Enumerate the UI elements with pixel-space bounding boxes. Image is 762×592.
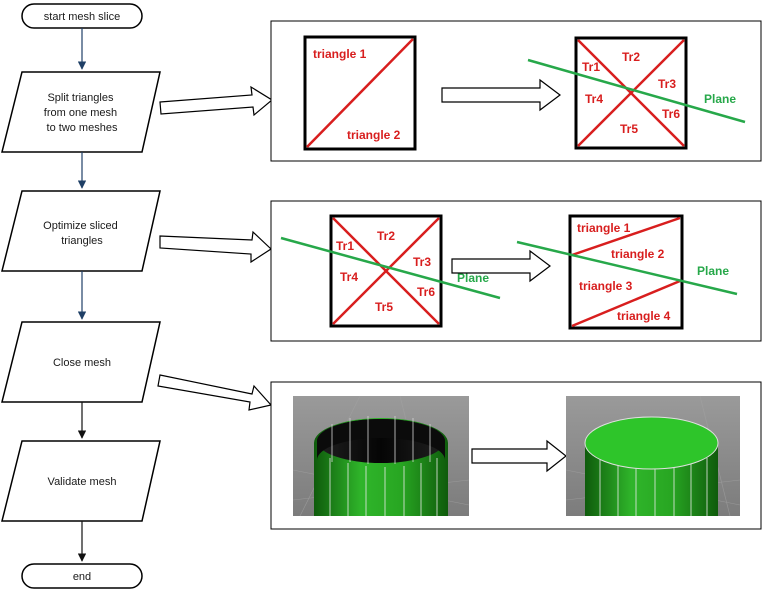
hollow-arrow <box>157 374 273 411</box>
panel-close-mesh <box>270 381 762 530</box>
square-optimized-triangles: triangle 1 triangle 2 triangle 3 triangl… <box>516 214 738 330</box>
step-close-mesh: Close mesh <box>1 321 161 403</box>
hollow-arrow <box>451 249 551 283</box>
tr1-label: Tr1 <box>336 239 354 253</box>
plane-label: Plane <box>697 264 729 278</box>
tr2-label: Tr2 <box>622 50 640 64</box>
cut-plane-line <box>527 58 746 124</box>
tr6-label: Tr6 <box>662 107 680 121</box>
start-terminal: start mesh slice <box>21 3 143 29</box>
step2-label: Optimize sliced triangles <box>43 220 121 247</box>
hollow-arrow <box>159 85 274 117</box>
hollow-arrow <box>441 78 561 112</box>
connector-arrows <box>157 85 274 411</box>
square-two-triangles: triangle 1 triangle 2 <box>303 35 417 151</box>
plane-label: Plane <box>457 271 489 285</box>
square-six-triangles: Tr1 Tr2 Tr3 Tr4 Tr5 Tr6 <box>280 214 501 328</box>
step-validate-mesh: Validate mesh <box>1 440 161 522</box>
tr6-label: Tr6 <box>417 285 435 299</box>
cut-plane-line <box>516 240 738 296</box>
panel-optimize-triangles: Tr1 Tr2 Tr3 Tr4 Tr5 Tr6 Plane triangle 1… <box>270 200 762 342</box>
tr5-label: Tr5 <box>375 300 393 314</box>
open-cylinder-render <box>292 395 470 517</box>
square-six-triangles: Tr1 Tr2 Tr3 Tr4 Tr5 Tr6 <box>527 36 746 150</box>
start-label: start mesh slice <box>44 11 120 23</box>
triangle-2-label: triangle 2 <box>347 128 401 142</box>
step-optimize-triangles: Optimize sliced triangles <box>1 190 161 272</box>
end-label: end <box>73 571 91 583</box>
tr1-label: Tr1 <box>582 60 600 74</box>
step-split-triangles: Split triangles from one mesh to two mes… <box>1 71 161 153</box>
tr3-label: Tr3 <box>413 255 431 269</box>
tr4-label: Tr4 <box>585 92 603 106</box>
tr5-label: Tr5 <box>620 122 638 136</box>
cut-plane-line <box>280 236 501 300</box>
triangle-1-label: triangle 1 <box>577 221 631 235</box>
triangle-4-label: triangle 4 <box>617 309 671 323</box>
triangle-3-label: triangle 3 <box>579 279 633 293</box>
triangle-2-label: triangle 2 <box>611 247 665 261</box>
hollow-arrow <box>471 439 567 473</box>
hollow-arrow <box>159 230 272 264</box>
triangle-1-label: triangle 1 <box>313 47 367 61</box>
panel-split-triangles: triangle 1 triangle 2 Tr1 Tr2 Tr3 Tr4 Tr… <box>270 20 762 162</box>
tr4-label: Tr4 <box>340 270 358 284</box>
closed-cylinder-render <box>565 395 741 517</box>
tr2-label: Tr2 <box>377 229 395 243</box>
tr3-label: Tr3 <box>658 77 676 91</box>
flowchart: start mesh slice Split triangles from on… <box>1 3 161 589</box>
step3-label: Close mesh <box>53 357 111 369</box>
step1-label: Split triangles from one mesh to two mes… <box>44 92 120 134</box>
step4-label: Validate mesh <box>48 476 117 488</box>
end-terminal: end <box>21 563 143 589</box>
plane-label: Plane <box>704 92 736 106</box>
